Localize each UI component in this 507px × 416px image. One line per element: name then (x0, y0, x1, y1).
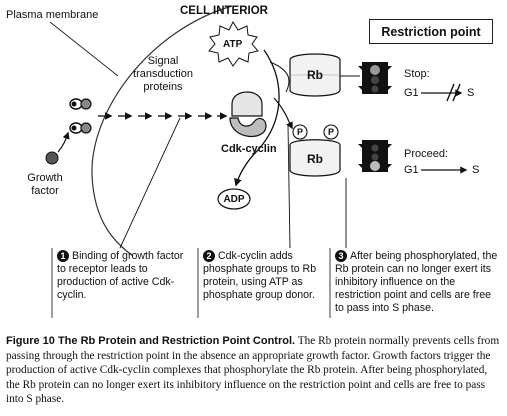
stop-slash-1 (446, 83, 455, 102)
cdk-cyclin-label: Cdk-cyclin (221, 143, 277, 155)
stop-g1-label: G1 (404, 87, 419, 99)
rb-label-bottom: Rb (307, 152, 323, 166)
stop-slash-2 (452, 83, 461, 102)
cell-interior-label: CELL INTERIOR (180, 5, 268, 17)
step-3-text: After being phosphorylated, the Rb prote… (335, 250, 498, 314)
rb-protein-phosphorylated (289, 124, 341, 177)
plasma-membrane-pointer (49, 21, 119, 77)
plasma-membrane-arc (91, 5, 233, 257)
atp-to-adp-arrow (234, 49, 280, 187)
leader-step-2 (287, 124, 291, 249)
rb-label-top: Rb (307, 68, 323, 82)
figure-caption: Figure 10 The Rb Protein and Restriction… (6, 334, 502, 407)
figure-caption-label: Figure 10 The Rb Protein and Restriction… (6, 335, 296, 347)
signal-transduction-label: Signal transduction proteins (133, 55, 193, 93)
traffic-light-proceed (358, 140, 392, 172)
receptor-bottom (69, 122, 92, 134)
figure-caption-text: The Rb protein normally prevents cells f… (6, 335, 500, 405)
adp-label: ADP (223, 194, 245, 205)
adp-bubble (217, 188, 251, 210)
step-3-number: 3 (335, 250, 347, 262)
growth-factor-molecule (45, 151, 59, 165)
cdk-cyclin-complex (229, 91, 267, 138)
stop-label: Stop: (404, 68, 430, 80)
phosphate-label-1: P (296, 127, 303, 137)
phosphate-label-2: P (327, 127, 334, 137)
step-2-text: Cdk-cyclin adds phosphate groups to Rb p… (203, 250, 317, 301)
traffic-light-stop (358, 62, 392, 94)
cdk-to-rb-arrow (273, 97, 293, 130)
proceed-label: Proceed: (404, 148, 449, 160)
atp-starburst (208, 20, 259, 67)
plasma-membrane-label: Plasma membrane (6, 9, 99, 21)
phosphorylation-arrow (269, 61, 290, 93)
atp-label: ATP (223, 39, 243, 50)
step-2-number: 2 (203, 250, 215, 262)
stop-s-label: S (467, 87, 475, 99)
step-1-text: Binding of growth factor to receptor lea… (57, 250, 184, 301)
restriction-point-title: Restriction point (369, 19, 493, 44)
receptor-top (69, 98, 92, 110)
proceed-g1-label: G1 (404, 164, 419, 176)
growth-factor-label: Growth factor (27, 172, 63, 197)
rb-protein-unphosphorylated (289, 53, 341, 97)
step-1-number: 1 (57, 250, 69, 262)
leader-step-1 (119, 117, 181, 249)
growth-factor-arrow (57, 131, 70, 153)
proceed-s-label: S (472, 164, 480, 176)
